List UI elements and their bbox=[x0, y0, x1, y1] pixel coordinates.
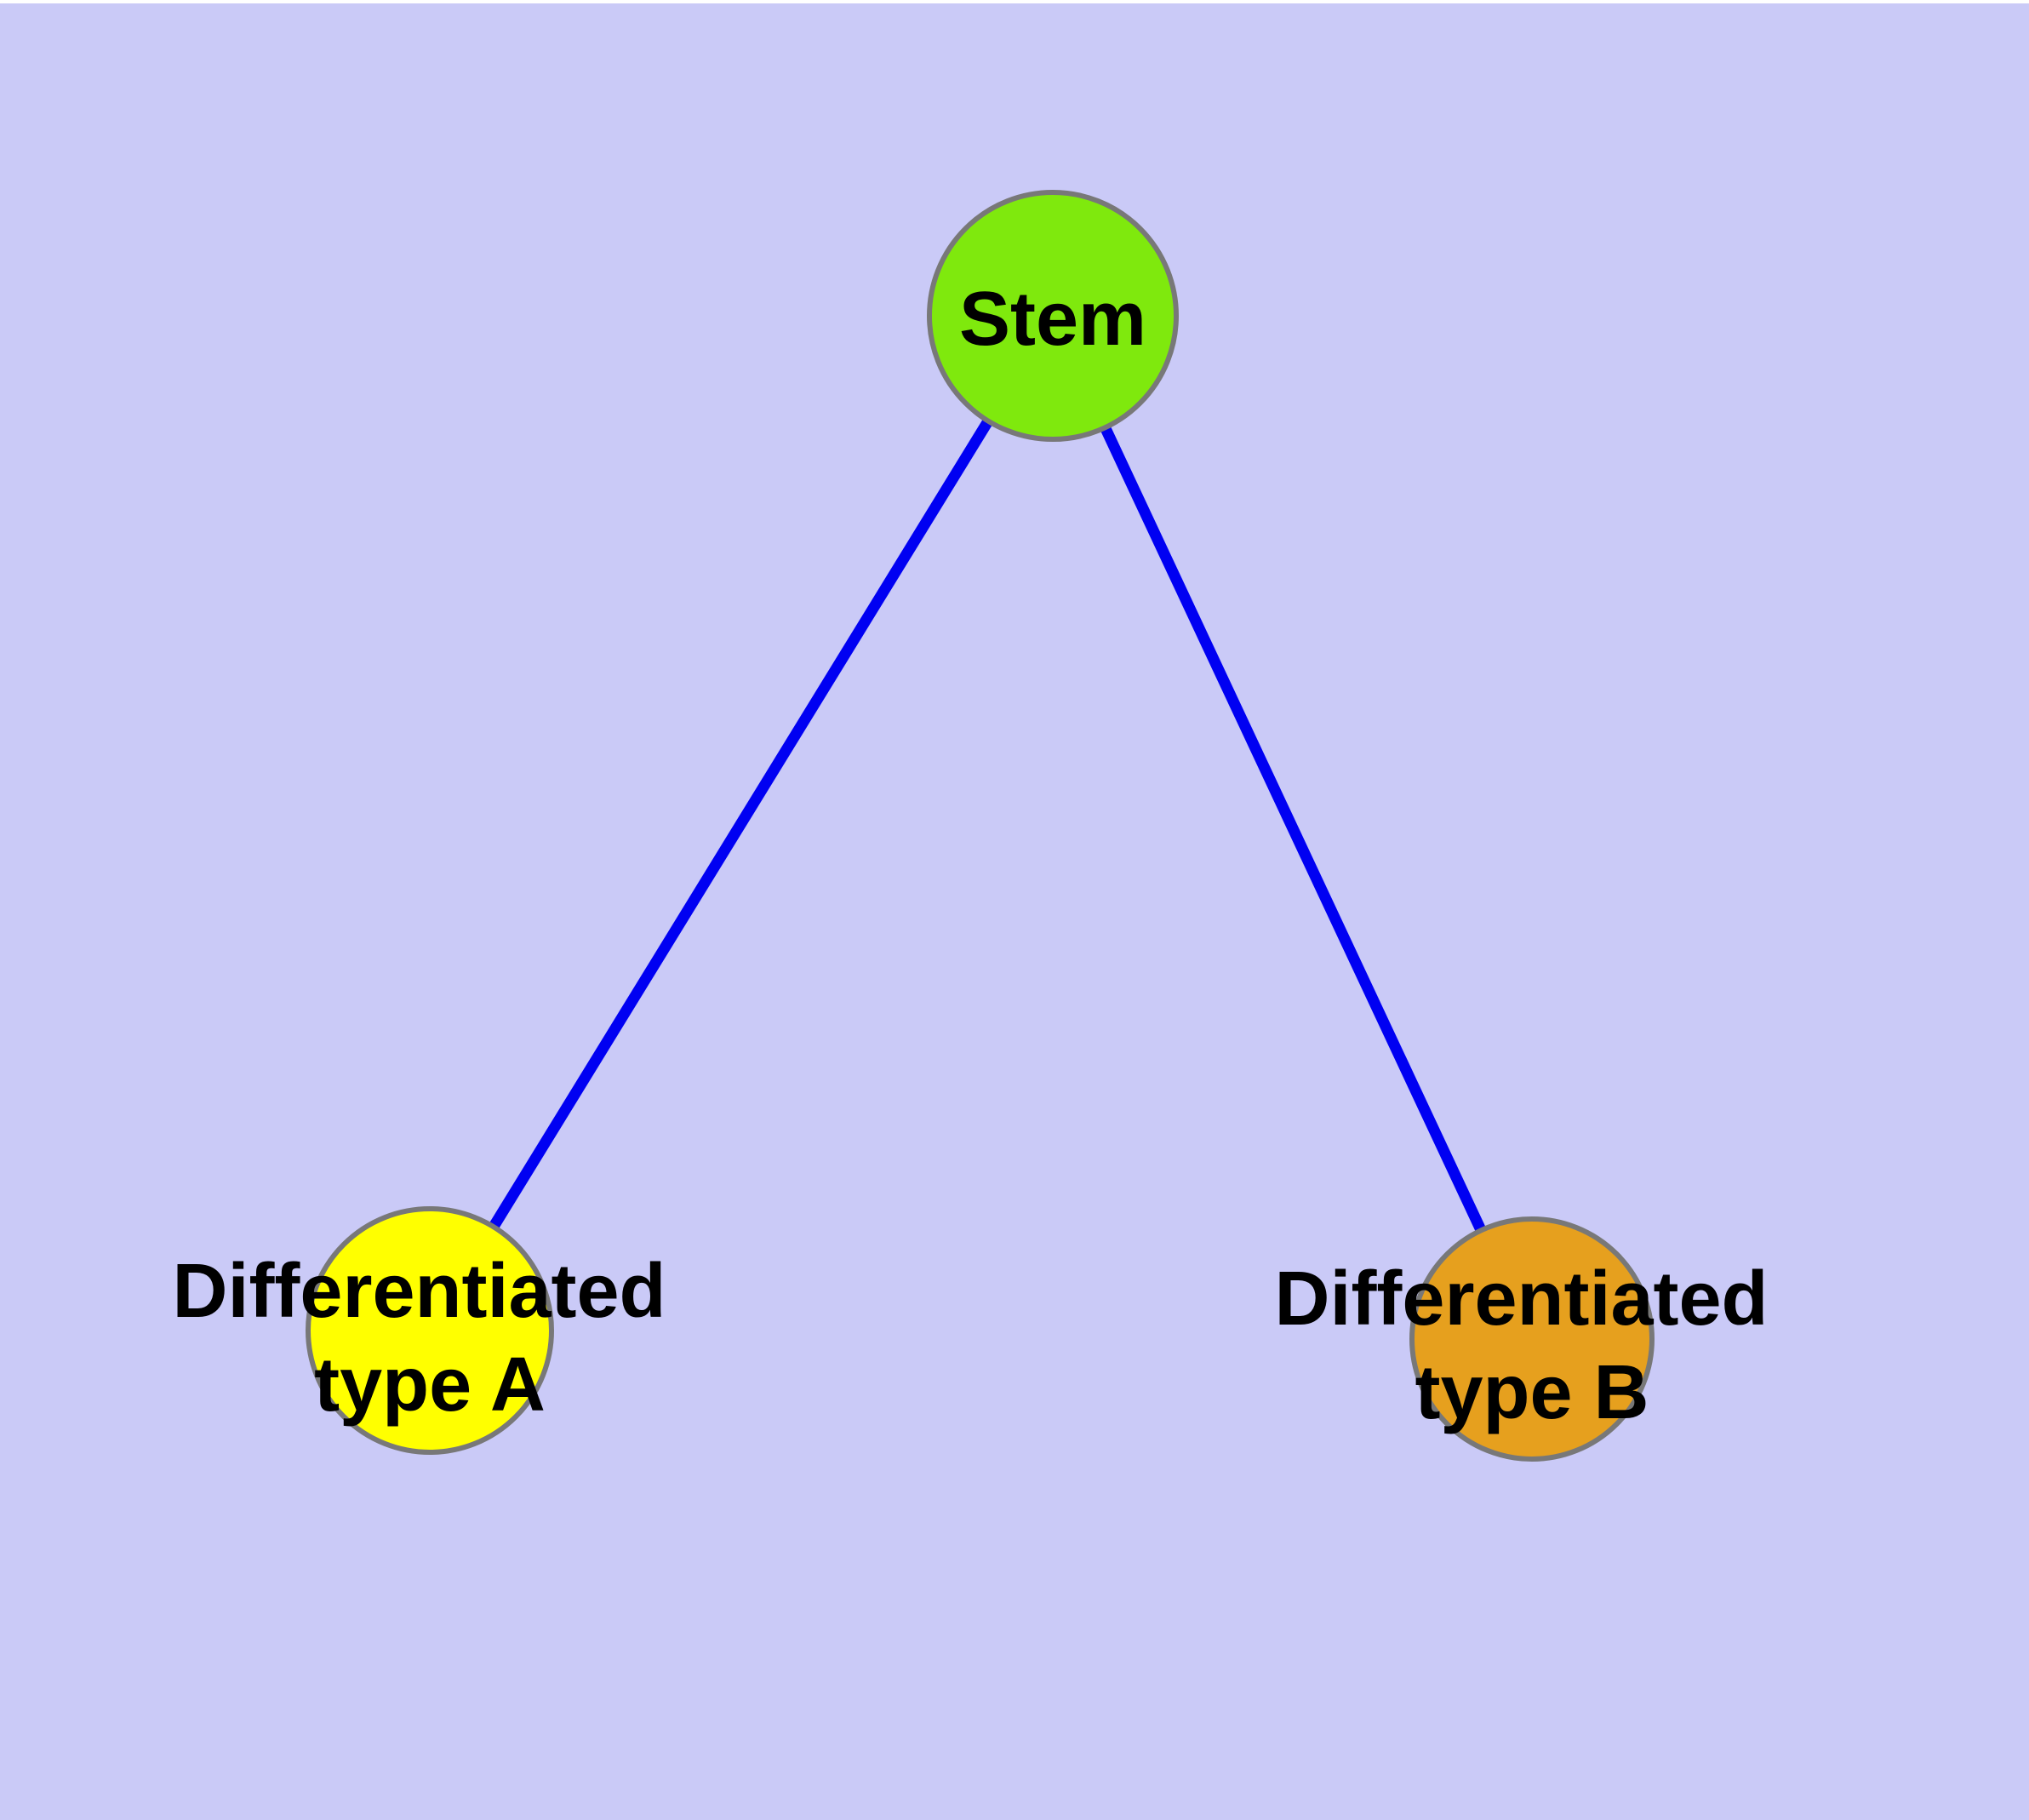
node-type-b-label-line2: type B bbox=[1415, 1350, 1649, 1435]
node-type-a-label: Differentiated type A bbox=[172, 1249, 687, 1428]
node-type-a-label-line1: Differentiated bbox=[172, 1249, 666, 1334]
node-stem bbox=[927, 190, 1179, 442]
node-type-b bbox=[1409, 1216, 1655, 1462]
edge-stem-to-type-b bbox=[1048, 313, 1537, 1342]
node-type-a-label-line2: type A bbox=[314, 1342, 546, 1428]
node-stem-label: Stem bbox=[959, 277, 1146, 362]
node-type-b-label: Differentiated type B bbox=[1274, 1256, 1789, 1435]
node-type-a bbox=[306, 1206, 554, 1455]
node-type-b-label-line1: Differentiated bbox=[1274, 1256, 1768, 1342]
edge-stem-to-type-a bbox=[425, 312, 1058, 1334]
